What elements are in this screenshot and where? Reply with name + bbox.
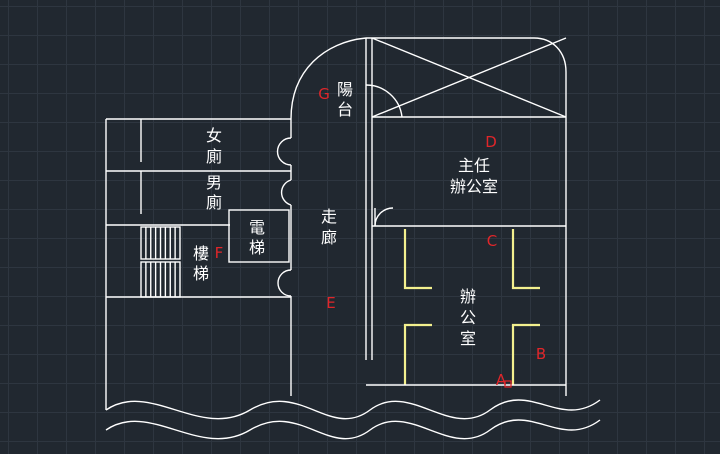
point-a-marker (504, 380, 512, 388)
office-label-3: 室 (460, 329, 476, 348)
corridor-label-1: 走 (321, 207, 337, 226)
mens-restroom-label-2: 廁 (206, 193, 222, 212)
elevator-shaft (228, 209, 290, 263)
break-lines (105, 399, 601, 440)
point-g-label: G (318, 85, 330, 103)
womens-restroom-door (276, 137, 292, 166)
elevator-label-2: 梯 (249, 238, 265, 257)
mens-restroom-door (280, 179, 292, 206)
stairs-label-2: 梯 (193, 264, 209, 283)
womens-restroom-label-2: 廁 (206, 147, 222, 166)
point-labels: A B C D E F G (215, 85, 546, 389)
void-cross-2 (371, 37, 567, 118)
point-e-label: E (326, 294, 335, 312)
director-office-walls (372, 207, 566, 227)
stairs-label-1: 樓 (193, 244, 209, 263)
stair-door (277, 269, 292, 297)
point-c-label: C (487, 232, 497, 250)
balcony-door (365, 84, 403, 118)
point-f-label: F (215, 244, 224, 262)
office-partitions (403, 229, 540, 385)
point-b-label: B (536, 345, 546, 363)
point-a-label: A (496, 371, 507, 389)
left-block-walls (105, 118, 292, 410)
corridor-label-2: 廊 (321, 228, 337, 247)
office-label-2: 公 (460, 308, 476, 327)
restroom-doors (276, 137, 292, 297)
staircase (140, 226, 181, 298)
elevator-label-1: 電 (249, 218, 265, 237)
point-d-label: D (485, 133, 497, 151)
womens-restroom-label-1: 女 (206, 126, 222, 145)
director-office-label-2: 辦公室 (450, 177, 498, 196)
balcony-walls (290, 37, 567, 396)
office-label-1: 辦 (460, 287, 476, 306)
director-office-label-1: 主任 (458, 156, 490, 175)
room-labels: 女 廁 男 廁 電 梯 樓 梯 走 廊 陽 台 主任 辦公室 辦 公 室 (193, 80, 498, 348)
director-office-door (374, 207, 394, 227)
balcony-label-2: 台 (337, 100, 353, 119)
mens-restroom-label-1: 男 (206, 173, 222, 192)
balcony-label-1: 陽 (337, 80, 353, 99)
